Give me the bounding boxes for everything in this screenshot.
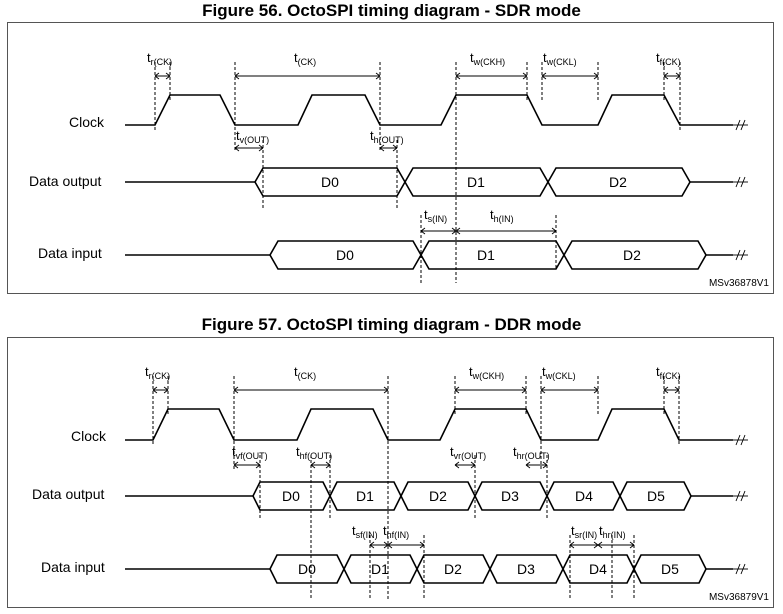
sdr-dimension-arrows xyxy=(154,72,681,235)
sdr-timing-diagram: Clock Data output Data input D0 D1 D2 D0… xyxy=(29,50,769,289)
sdr-input-d0: D0 xyxy=(336,247,354,263)
sdr-t-ck-label: t(CK) xyxy=(294,50,316,67)
figure-57-title: Figure 57. OctoSPI timing diagram - DDR … xyxy=(201,315,582,334)
sdr-clock-waveform xyxy=(125,94,733,126)
sdr-tw-ckh-label: tw(CKH) xyxy=(470,50,505,67)
sdr-th-in-label: th(IN) xyxy=(490,207,514,224)
sdr-ts-in-label: ts(IN) xyxy=(424,207,447,224)
sdr-reference-lines xyxy=(154,62,681,283)
sdr-output-break-icon xyxy=(733,176,748,188)
sdr-tw-ckl-label: tw(CKL) xyxy=(543,50,577,67)
sdr-tv-out-label: tv(OUT) xyxy=(236,128,269,145)
sdr-output-d0: D0 xyxy=(321,174,339,190)
sdr-tf-ck-label: tf(CK) xyxy=(656,50,681,67)
sdr-output-d2: D2 xyxy=(609,174,627,190)
sdr-tr-ck-label: tr(CK) xyxy=(147,50,172,67)
figure-57-frame xyxy=(7,337,774,608)
sdr-output-d1: D1 xyxy=(467,174,485,190)
figure-56-frame xyxy=(7,22,774,294)
sdr-clock-label: Clock xyxy=(69,114,105,130)
sdr-th-out-label: th(OUT) xyxy=(370,128,404,145)
sdr-input-break-icon xyxy=(733,249,748,261)
sdr-data-input-label: Data input xyxy=(38,245,102,261)
figure-56-title: Figure 56. OctoSPI timing diagram - SDR … xyxy=(202,1,581,20)
sdr-input-d2: D2 xyxy=(623,247,641,263)
sdr-data-output-label: Data output xyxy=(29,173,101,189)
sdr-reference-code: MSv36878V1 xyxy=(709,278,769,289)
sdr-clock-break-icon xyxy=(733,119,748,131)
sdr-input-d1: D1 xyxy=(477,247,495,263)
